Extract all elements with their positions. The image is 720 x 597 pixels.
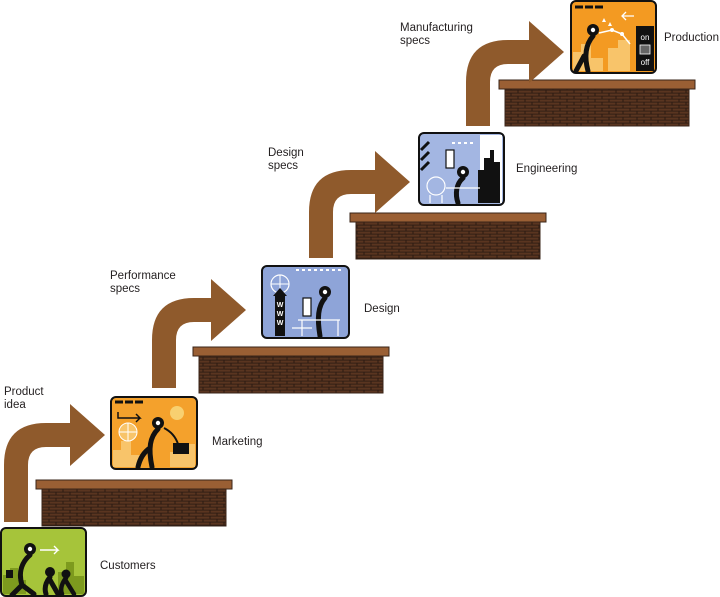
flow-arrow-3: [309, 151, 410, 258]
stage-label-engineering: Engineering: [516, 163, 578, 175]
step-2: [192, 346, 390, 394]
flow-arrow-2: [152, 279, 246, 388]
stage-label-design: Design: [364, 303, 400, 315]
switch-on-label: on: [641, 33, 650, 42]
stage-label-production: Production: [664, 32, 719, 44]
step-1: [35, 479, 233, 527]
flow-arrow-1: [4, 404, 105, 522]
switch-off-label: off: [641, 58, 651, 67]
production-icon: on off: [570, 0, 657, 74]
stage-label-customers: Customers: [100, 560, 156, 572]
marketing-icon: [110, 396, 198, 470]
flow-label-design-specs: Design specs: [268, 147, 304, 172]
flow-label-product-idea: Product idea: [4, 386, 44, 411]
step-4: [498, 79, 696, 127]
step-3: [349, 212, 547, 260]
flow-arrow-4: [466, 21, 564, 126]
customers-icon: [0, 527, 87, 597]
stage-label-marketing: Marketing: [212, 436, 263, 448]
engineering-icon: [418, 132, 505, 206]
flow-label-performance-specs: Performance specs: [110, 270, 176, 295]
flow-label-manufacturing-specs: Manufacturing specs: [400, 22, 473, 47]
